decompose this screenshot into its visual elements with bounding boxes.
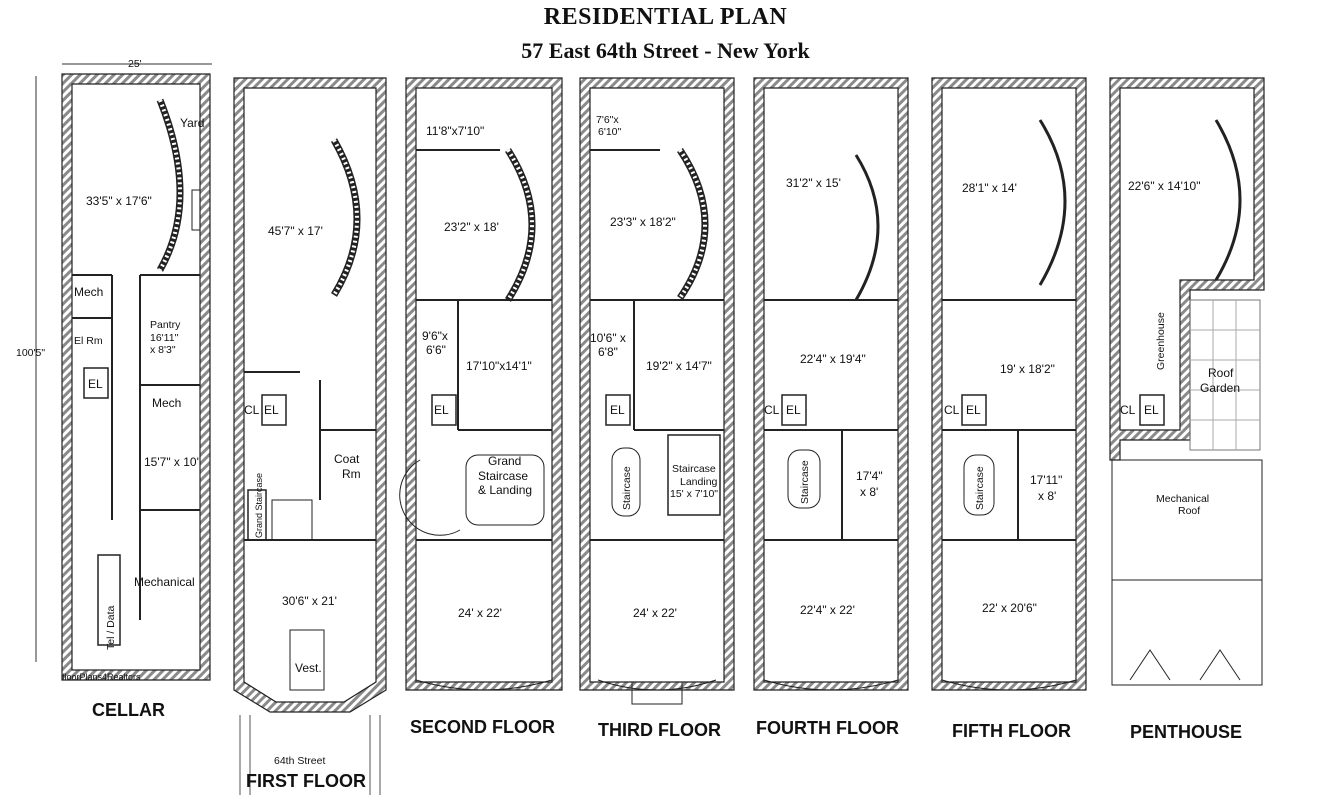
- label-penthouse: PENTHOUSE: [1130, 722, 1243, 742]
- first-closet: CL: [244, 403, 260, 417]
- penthouse-main-room: 22'6" x 14'10": [1128, 179, 1201, 193]
- cellar-mech-room-2: Mech: [152, 396, 181, 410]
- penthouse-roof-garden-b: Garden: [1200, 381, 1240, 395]
- second-elevator: EL: [434, 403, 449, 417]
- fifth-staircase: Staircase: [974, 466, 986, 510]
- first-coat-room-b: Rm: [342, 467, 361, 481]
- label-fifth-floor: FIFTH FLOOR: [952, 721, 1071, 741]
- first-vestibule: Vest.: [295, 661, 322, 675]
- third-small-room-a: 10'6" x: [590, 331, 626, 345]
- third-mid-room: 19'2" x 14'7": [646, 359, 712, 373]
- fifth-side-room-b: x 8': [1038, 489, 1056, 503]
- second-grand-c: & Landing: [478, 483, 532, 497]
- second-mid-room: 17'10"x14'1": [466, 359, 532, 373]
- third-landing-b: Landing: [680, 476, 718, 488]
- cellar-mech-room: Mech: [74, 285, 103, 299]
- fourth-elevator: EL: [786, 403, 801, 417]
- cellar-pantry: Pantry: [150, 319, 181, 331]
- fourth-closet: CL: [764, 403, 780, 417]
- third-small-room-b: 6'8": [598, 345, 618, 359]
- fifth-mid-room: 19' x 18'2": [1000, 362, 1055, 376]
- third-elevator: EL: [610, 403, 625, 417]
- second-small-room-b: 6'6": [426, 343, 446, 357]
- second-floor-plan: [399, 77, 563, 691]
- cellar-yard: Yard: [180, 116, 204, 130]
- third-landing-a: Staircase: [672, 463, 716, 475]
- cellar-plan: 25' 100'5": [16, 58, 212, 681]
- second-front-room: 24' x 22': [458, 606, 502, 620]
- penthouse-greenhouse: Greenhouse: [1155, 312, 1167, 370]
- fourth-side-room-b: x 8': [860, 485, 878, 499]
- first-elevator: EL: [264, 403, 279, 417]
- fourth-front-room: 22'4" x 22': [800, 603, 855, 617]
- first-coat-room-a: Coat: [334, 452, 360, 466]
- fifth-side-room-a: 17'11": [1030, 473, 1062, 487]
- fourth-floor-plan: [753, 77, 909, 691]
- cellar-mechanical: Mechanical: [134, 575, 195, 589]
- third-staircase: Staircase: [621, 466, 633, 510]
- fourth-main-room: 31'2" x 15': [786, 176, 841, 190]
- fourth-staircase: Staircase: [799, 460, 811, 504]
- fifth-main-room: 28'1" x 14': [962, 181, 1017, 195]
- cellar-pantry-dim-a: 16'11": [150, 332, 179, 344]
- label-first-floor: FIRST FLOOR: [246, 771, 366, 791]
- plan-subtitle: 57 East 64th Street - New York: [521, 38, 810, 63]
- first-main-room: 45'7" x 17': [268, 224, 323, 238]
- first-floor-plan: [233, 77, 387, 795]
- fifth-elevator: EL: [966, 403, 981, 417]
- fourth-side-room-a: 17'4": [856, 469, 883, 483]
- first-front-room: 30'6" x 21': [282, 594, 337, 608]
- cellar-el-room: El Rm: [74, 335, 103, 347]
- cellar-main-room: 33'5" x 17'6": [86, 194, 152, 208]
- fifth-floor-plan: [931, 77, 1087, 691]
- third-top-room-b: 6'10": [598, 126, 622, 138]
- fifth-closet: CL: [944, 403, 960, 417]
- second-top-room: 11'8"x7'10": [426, 124, 484, 138]
- third-landing-c: 15' x 7'10": [670, 488, 718, 500]
- street-name: 64th Street: [274, 755, 325, 767]
- penthouse-mechanical-roof-a: Mechanical: [1156, 493, 1209, 505]
- first-grand-staircase: Grand Staircase: [254, 473, 264, 538]
- second-grand-a: Grand: [488, 454, 521, 468]
- width-dimension: 25': [128, 58, 142, 70]
- penthouse-mechanical-roof-b: Roof: [1178, 505, 1200, 517]
- label-third-floor: THIRD FLOOR: [598, 720, 721, 740]
- third-front-room: 24' x 22': [633, 606, 677, 620]
- cellar-pantry-dim-b: x 8'3": [150, 344, 176, 356]
- second-grand-b: Staircase: [478, 469, 528, 483]
- second-small-room-a: 9'6"x: [422, 329, 448, 343]
- third-main-room: 23'3" x 18'2": [610, 215, 676, 229]
- plan-title: RESIDENTIAL PLAN: [543, 4, 788, 30]
- label-fourth-floor: FOURTH FLOOR: [756, 718, 899, 738]
- depth-dimension: 100'5": [16, 347, 45, 359]
- cellar-room-2: 15'7" x 10': [144, 455, 199, 469]
- second-main-room: 23'2" x 18': [444, 220, 499, 234]
- fifth-front-room: 22' x 20'6": [982, 601, 1037, 615]
- label-cellar: CELLAR: [92, 700, 165, 720]
- fourth-mid-room: 22'4" x 19'4": [800, 352, 866, 366]
- third-floor-plan: [579, 77, 735, 705]
- credit-text: floorPlans4Realtors: [62, 672, 141, 682]
- penthouse-elevator: EL: [1144, 403, 1159, 417]
- label-second-floor: SECOND FLOOR: [410, 717, 556, 737]
- third-top-room-a: 7'6"x: [596, 114, 619, 126]
- cellar-tel-data: Tel / Data: [105, 605, 117, 650]
- penthouse-roof-garden-a: Roof: [1208, 366, 1234, 380]
- penthouse-plan: [1109, 77, 1265, 686]
- cellar-elevator: EL: [88, 377, 103, 391]
- penthouse-closet: CL: [1120, 403, 1136, 417]
